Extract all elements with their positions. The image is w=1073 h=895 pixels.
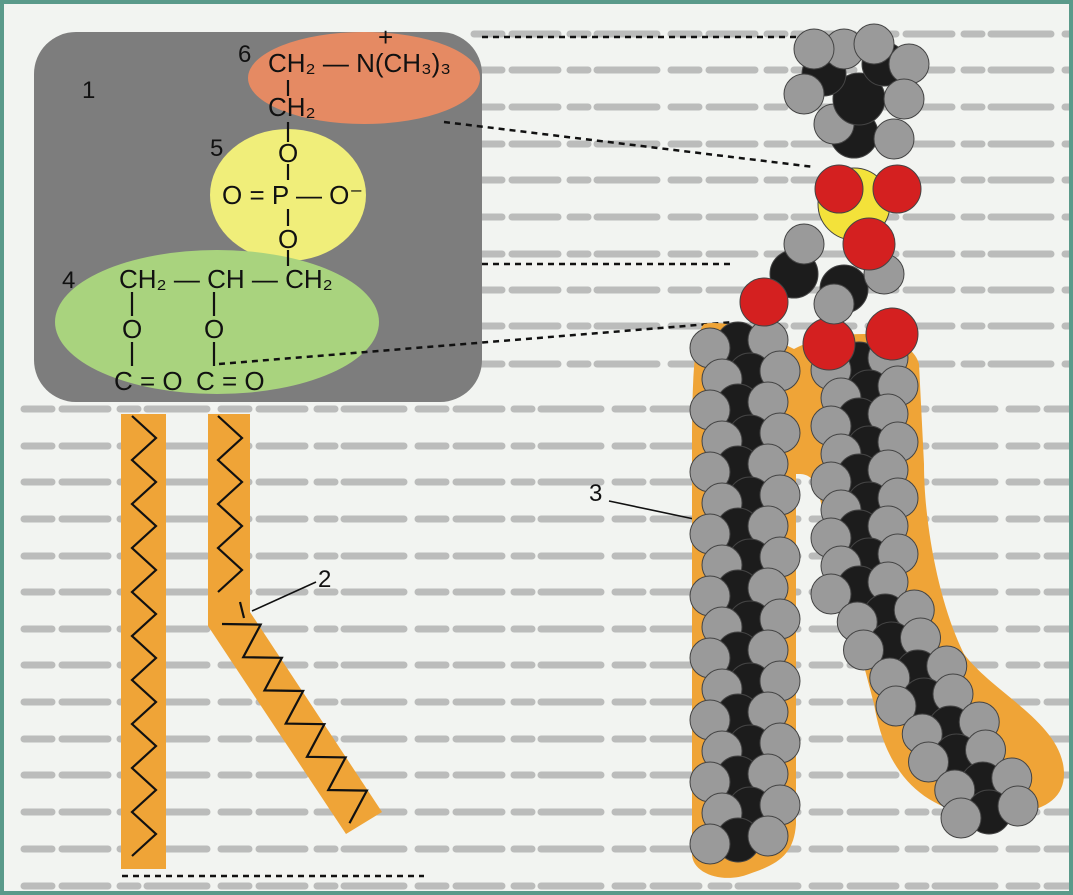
hydrogen-atom — [843, 629, 884, 671]
label-4: 4 — [62, 267, 75, 294]
hydrogen-atom — [783, 223, 825, 265]
saturated-tail-band — [121, 414, 166, 869]
label-2: 2 — [318, 566, 331, 593]
hydrogen-atom — [810, 573, 852, 615]
dashed-connectors — [122, 35, 815, 878]
oxygen-atom — [802, 317, 856, 371]
cis-double-bond-mark — [238, 601, 246, 619]
phosphate-group-text: O = P — O⁻ — [222, 180, 363, 210]
hydrogen-atom — [997, 785, 1039, 827]
label-3: 3 — [589, 480, 602, 507]
ester-oxygen-right-text: O — [204, 314, 224, 344]
choline-group-text: CH₂ — N(CH₃)₃ — [268, 48, 451, 78]
formula-bonds — [130, 80, 290, 366]
hydrogen-atom — [783, 73, 825, 115]
carbonyl-right-text: C = O — [196, 366, 265, 396]
choline-ellipse — [248, 32, 480, 124]
hydrogen-atom — [908, 741, 949, 783]
hydrogen-atom — [875, 685, 917, 727]
hydrogen-atom — [813, 283, 855, 325]
carbonyl-left-text: C = O — [114, 366, 183, 396]
oxygen-atom — [739, 277, 789, 327]
hydrogen-atom — [853, 23, 895, 65]
model-atoms — [689, 23, 1039, 865]
phospholipid-diagram: + CH₂ — N(CH₃)₃ CH₂ O O = P — O⁻ O CH₂ —… — [34, 22, 1064, 878]
unsaturated-chain-zigzag-lower — [221, 622, 369, 824]
hydrogen-atom — [888, 43, 930, 85]
methylene-upper-text: CH₂ — [268, 92, 316, 122]
leader-line-3 — [608, 500, 695, 520]
label-1: 1 — [82, 77, 95, 104]
label-6: 6 — [238, 41, 251, 68]
hydrogen-atom — [793, 28, 835, 70]
hydrogen-atom — [689, 823, 731, 865]
oxygen-atom — [872, 164, 922, 214]
ester-oxygen-left-text: O — [122, 314, 142, 344]
hydrogen-atom — [940, 797, 982, 839]
hydrogen-atom — [747, 815, 789, 857]
saturated-chain-zigzag — [130, 415, 158, 857]
leader-line-2 — [251, 581, 317, 612]
space-filling-model — [689, 23, 1064, 878]
label-5: 5 — [210, 135, 223, 162]
oxygen-atom — [814, 164, 864, 214]
hydrogen-atom — [873, 118, 915, 160]
unsaturated-chain-zigzag-upper — [216, 415, 244, 593]
phosphate-ellipse — [210, 129, 366, 261]
oxygen-upper-text: O — [278, 138, 298, 168]
hydrogen-atom — [883, 78, 925, 120]
oxygen-atom — [865, 307, 919, 361]
glycerol-backbone-text: CH₂ — CH — CH₂ — [119, 264, 333, 294]
choline-charge: + — [378, 22, 393, 52]
oxygen-atom — [842, 217, 896, 271]
oxygen-lower-text: O — [278, 224, 298, 254]
